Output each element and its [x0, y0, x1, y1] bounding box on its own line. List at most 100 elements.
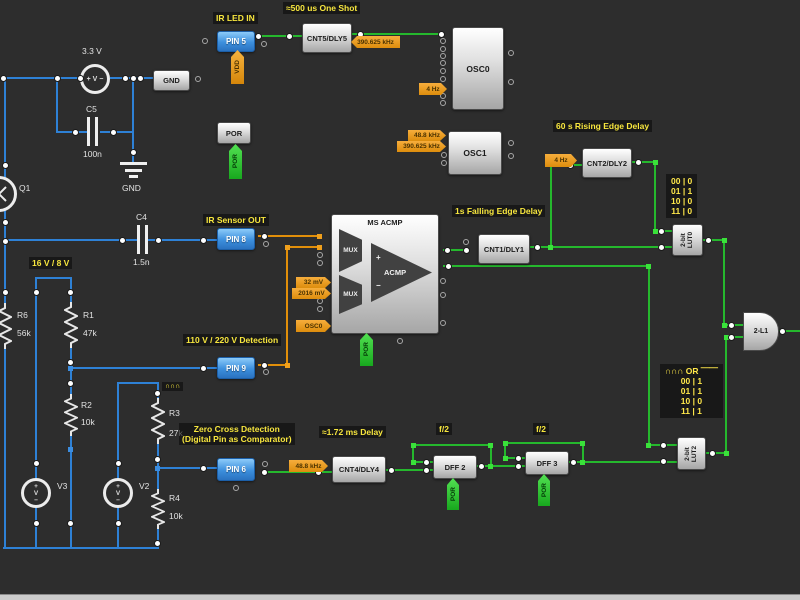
wire-digital — [629, 161, 656, 163]
pin8-block[interactable]: PIN 8 — [217, 228, 255, 250]
clock-flag-390khz-osc1[interactable]: 390.625 kHz — [397, 141, 446, 152]
pin-terminal — [440, 100, 446, 106]
wire-digital — [349, 33, 443, 35]
pin5-block[interactable]: PIN 5 — [217, 31, 255, 52]
cnt1-label: CNT1/DLY1 — [483, 244, 525, 254]
node — [67, 520, 74, 527]
resistor-r1[interactable] — [64, 302, 78, 348]
node — [728, 334, 735, 341]
bottom-scrollbar[interactable] — [0, 594, 800, 600]
pin-terminal — [463, 239, 469, 245]
por-block[interactable]: POR — [217, 122, 251, 144]
osc0-block[interactable]: OSC0 — [452, 27, 504, 110]
cnt2-dly2-block[interactable]: CNT2/DLY2 — [582, 148, 632, 178]
junction — [722, 323, 727, 328]
label-f2-dff2[interactable]: f/2 — [436, 423, 452, 435]
resistor-r4[interactable] — [151, 489, 165, 529]
and-gate-label: 2-L1 — [753, 328, 769, 335]
resistor-r2[interactable] — [64, 394, 78, 436]
osc0-label: OSC0 — [466, 63, 490, 74]
pin9-block[interactable]: PIN 9 — [217, 357, 255, 379]
c5-plate[interactable] — [95, 117, 98, 146]
pin-terminal — [317, 252, 323, 258]
dff2-block[interactable]: DFF 2 — [433, 455, 477, 479]
pin6-block[interactable]: PIN 6 — [217, 458, 255, 481]
label-one-shot[interactable]: ≈500 us One Shot — [283, 2, 361, 14]
wire-digital — [443, 265, 650, 267]
wire-digital — [504, 457, 525, 459]
cnt2-label: CNT2/DLY2 — [586, 158, 628, 168]
wire-vref — [258, 364, 289, 366]
pin-terminal — [440, 68, 446, 74]
vref-flag-2016mv[interactable]: 2016 mV — [292, 288, 331, 299]
label-zero-cross[interactable]: Zero Cross Detection (Digital Pin as Com… — [179, 423, 295, 445]
label-zero-cross-line1: Zero Cross Detection — [193, 424, 280, 434]
vref-flag-32mv[interactable]: 32 mV — [296, 277, 331, 288]
label-ir-led-in[interactable]: IR LED IN — [213, 12, 258, 24]
node — [122, 75, 129, 82]
c4-plate[interactable] — [145, 225, 148, 254]
clock-flag-osc0-acmp[interactable]: OSC0 — [296, 320, 331, 332]
wire-analog — [35, 507, 37, 549]
v3-symbol: V — [33, 489, 39, 497]
label-110v-220v[interactable]: 110 V / 220 V Detection — [183, 334, 282, 346]
resistor-r6[interactable] — [0, 303, 12, 349]
cnt1-dly1-block[interactable]: CNT1/DLY1 — [478, 234, 530, 264]
por-flag-acmp[interactable]: POR — [360, 333, 373, 366]
junction — [548, 245, 553, 250]
cnt5-dly5-block[interactable]: CNT5/DLY5 — [302, 23, 352, 53]
r6-value: 56k — [17, 328, 31, 338]
clock-flag-4hz-cnt2[interactable]: 4 Hz — [545, 154, 577, 167]
lut2-block[interactable]: 2-bit LUT2 — [677, 437, 706, 470]
wire-analog — [4, 207, 6, 304]
wire-analog — [35, 277, 37, 479]
por-flag[interactable]: POR — [229, 144, 242, 179]
lut2-row: 10 | 0 — [680, 396, 703, 406]
label-falling-edge-delay[interactable]: 1s Falling Edge Delay — [452, 205, 546, 217]
label-f2-dff3[interactable]: f/2 — [533, 423, 549, 435]
por-block-label: POR — [225, 128, 243, 138]
wire-analog — [3, 77, 81, 79]
gnd-symbol[interactable] — [120, 162, 147, 165]
label-172ms-delay[interactable]: ≈1.72 ms Delay — [319, 426, 386, 438]
voltage-source-v2[interactable]: + V − — [103, 478, 133, 508]
clock-flag-390khz[interactable]: 390.625 kHz — [351, 36, 400, 48]
gnd-block[interactable]: GND — [153, 70, 190, 91]
clock-flag-4hz-osc0[interactable]: 4 Hz — [419, 83, 447, 95]
osc1-block[interactable]: OSC1 — [448, 131, 502, 175]
c5-plate[interactable] — [87, 117, 90, 146]
clock-flag-48khz-osc1[interactable]: 48.8 kHz — [408, 130, 446, 141]
r1-name: R1 — [83, 310, 94, 320]
node — [119, 237, 126, 244]
node — [110, 129, 117, 136]
por-flag-label: POR — [540, 482, 548, 498]
wire-digital — [412, 444, 492, 446]
junction — [653, 229, 658, 234]
resistor-r3[interactable] — [151, 398, 165, 444]
por-flag-dff2[interactable]: POR — [447, 478, 459, 510]
label-ir-sensor-out[interactable]: IR Sensor OUT — [203, 214, 269, 226]
cnt4-dly4-block[interactable]: CNT4/DLY4 — [332, 456, 386, 483]
lut0-block[interactable]: 2-bit LUT0 — [672, 224, 703, 256]
label-sine-badge[interactable]: ∩∩∩ — [162, 382, 184, 391]
node — [200, 365, 207, 372]
wire-digital — [566, 461, 677, 463]
vdd-flag[interactable]: VDD — [231, 50, 244, 84]
label-16v-8v[interactable]: 16 V / 8 V — [29, 257, 73, 269]
voltage-source-v3[interactable]: + V − — [21, 478, 51, 508]
clock-flag-48khz-cnt4[interactable]: 48.8 kHz — [289, 460, 328, 472]
node — [534, 244, 541, 251]
dff3-block[interactable]: DFF 3 — [525, 451, 569, 475]
pin-terminal — [195, 76, 201, 82]
transistor-q1[interactable] — [0, 176, 17, 212]
label-rising-edge-delay[interactable]: 60 s Rising Edge Delay — [553, 120, 653, 132]
wire-analog — [147, 239, 217, 241]
lut2-row: 01 | 1 — [680, 386, 703, 396]
voltage-source-v1[interactable]: + V − — [80, 64, 110, 94]
clock-flag-label: 48.8 kHz — [413, 132, 441, 139]
c4-name: C4 — [136, 212, 147, 222]
and-gate-lut1[interactable]: 2-L1 — [743, 312, 779, 351]
por-flag-dff3[interactable]: POR — [538, 474, 550, 506]
c4-plate[interactable] — [137, 225, 140, 254]
r1-value: 47k — [83, 328, 97, 338]
